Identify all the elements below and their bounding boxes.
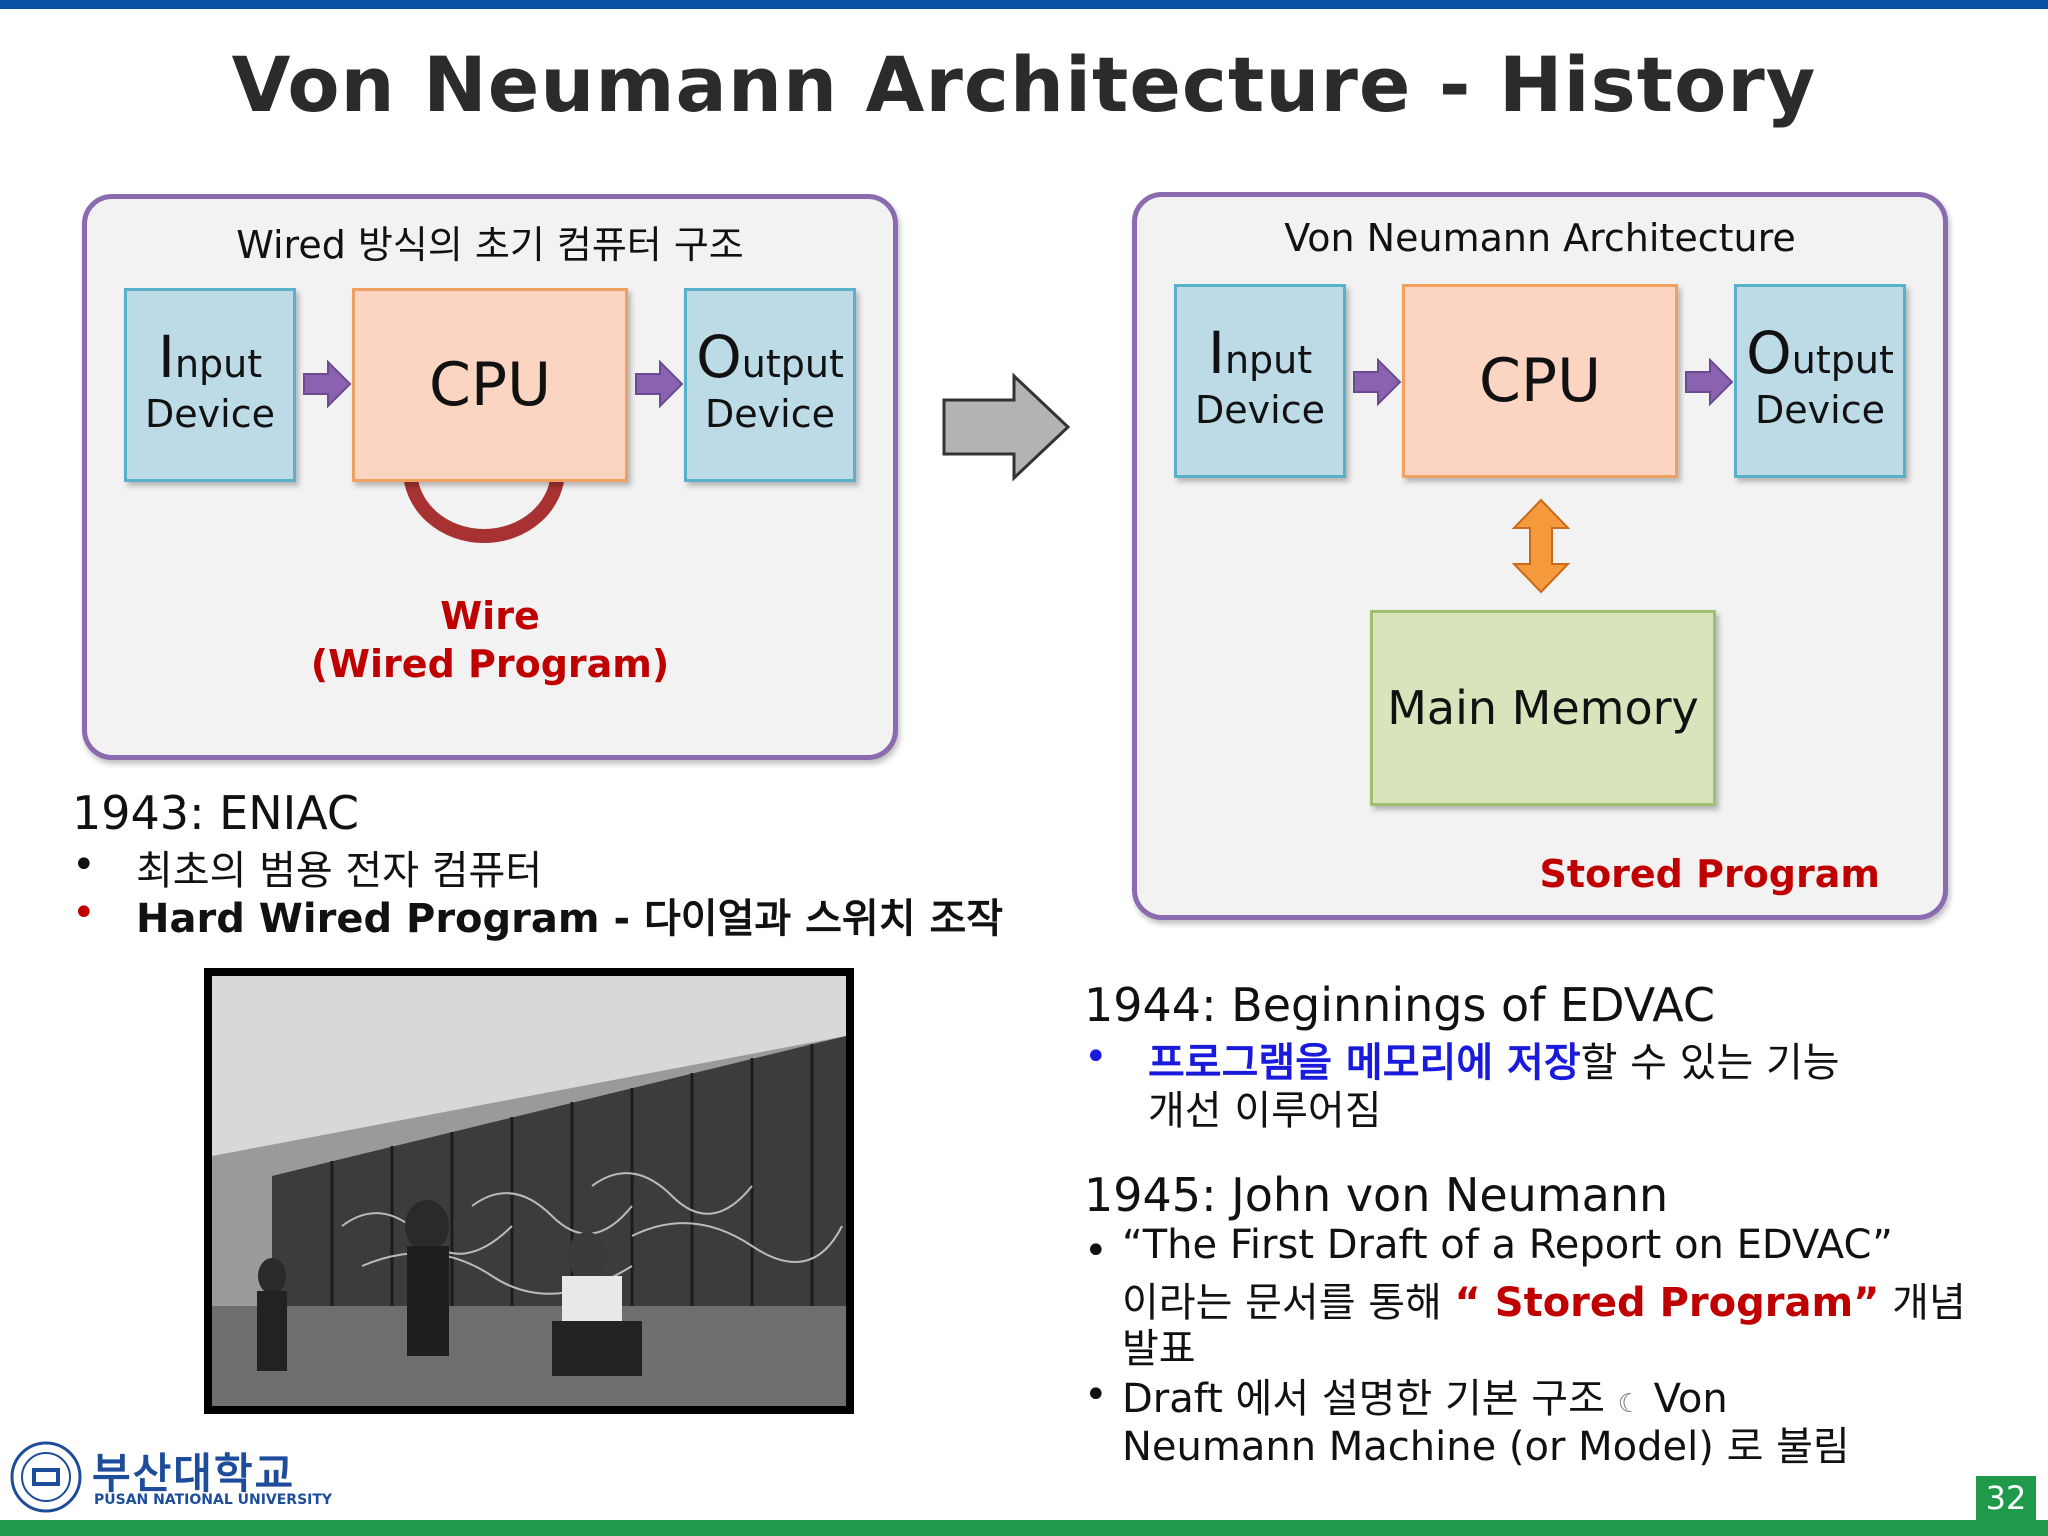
eniac-heading: 1943: ENIAC — [72, 786, 360, 840]
wired-program-label: (Wired Program) — [310, 642, 670, 686]
edvac-bullet-line-2: 개선 이루어짐 — [1148, 1088, 1382, 1134]
cpu-memory-double-arrow-icon — [1511, 498, 1571, 594]
neumann-bullet-1-marker: • — [1084, 1228, 1108, 1274]
right-output-device: Output Device — [1734, 284, 1906, 478]
neumann-bullet-1-line-1: “The First Draft of a Report on EDVAC” — [1122, 1222, 1893, 1268]
university-seal-icon — [10, 1441, 82, 1513]
wire-label: Wire — [440, 594, 540, 638]
edvac-bullet-line-1: 프로그램을 메모리에 저장할 수 있는 기능 — [1148, 1040, 1840, 1086]
left-input-device: Input Device — [124, 288, 296, 482]
left-cpu-box: CPU — [352, 288, 628, 482]
eniac-bullet-2-marker: • — [72, 890, 96, 936]
wired-panel-title: Wired 방식의 초기 컴퓨터 구조 — [236, 223, 744, 267]
right-input-arrow-icon — [1353, 358, 1402, 406]
neumann-heading: 1945: John von Neumann — [1084, 1168, 1669, 1222]
neumann-bullet-2-marker: • — [1084, 1372, 1108, 1418]
left-input-arrow-icon — [303, 360, 352, 408]
eniac-photo-illustration — [212, 976, 846, 1406]
neumann-bullet-1-line-3: 발표 — [1122, 1326, 1196, 1372]
eniac-bullet-2: Hard Wired Program - 다이얼과 스위치 조작 — [136, 896, 1004, 942]
page-number: 32 — [1976, 1476, 2036, 1520]
transition-arrow-icon — [942, 372, 1071, 482]
edvac-bullet-marker: • — [1084, 1034, 1108, 1080]
university-logo-name: 부산대학교 — [92, 1449, 296, 1498]
edvac-heading: 1944: Beginnings of EDVAC — [1084, 978, 1715, 1032]
stored-program-label: Stored Program — [1539, 852, 1880, 896]
eniac-bullet-1-marker: • — [72, 842, 96, 888]
right-output-arrow-icon — [1685, 358, 1734, 406]
neumann-bullet-1-line-2: 이라는 문서를 통해 “ Stored Program” 개념 — [1122, 1280, 1966, 1326]
eniac-photo — [204, 968, 854, 1414]
top-accent-bar — [0, 0, 2048, 9]
main-memory-box: Main Memory — [1370, 610, 1716, 806]
neumann-bullet-2-line-2: Neumann Machine (or Model) 로 불림 — [1122, 1424, 1850, 1470]
right-cpu-box: CPU — [1402, 284, 1678, 478]
edvac-highlight: 프로그램을 메모리에 저장 — [1148, 1040, 1581, 1086]
left-output-arrow-icon — [635, 360, 684, 408]
bottom-accent-bar — [0, 1520, 2048, 1536]
eniac-bullet-1: 최초의 범용 전자 컴퓨터 — [136, 848, 543, 894]
von-neumann-panel-title: Von Neumann Architecture — [1284, 216, 1796, 260]
left-wire-loop — [403, 470, 565, 543]
slide-title: Von Neumann Architecture - History — [231, 40, 1817, 129]
left-output-device: Output Device — [684, 288, 856, 482]
right-input-device: Input Device — [1174, 284, 1346, 478]
university-logo-sub: PUSAN NATIONAL UNIVERSITY — [94, 1492, 333, 1508]
stored-program-highlight: “ Stored Program” — [1454, 1280, 1880, 1326]
neumann-bullet-2-line-1: Draft 에서 설명한 기본 구조 ☾ Von — [1122, 1376, 1728, 1422]
crescent-symbol-icon: ☾ — [1617, 1389, 1641, 1419]
wire-loop-path — [403, 470, 565, 543]
